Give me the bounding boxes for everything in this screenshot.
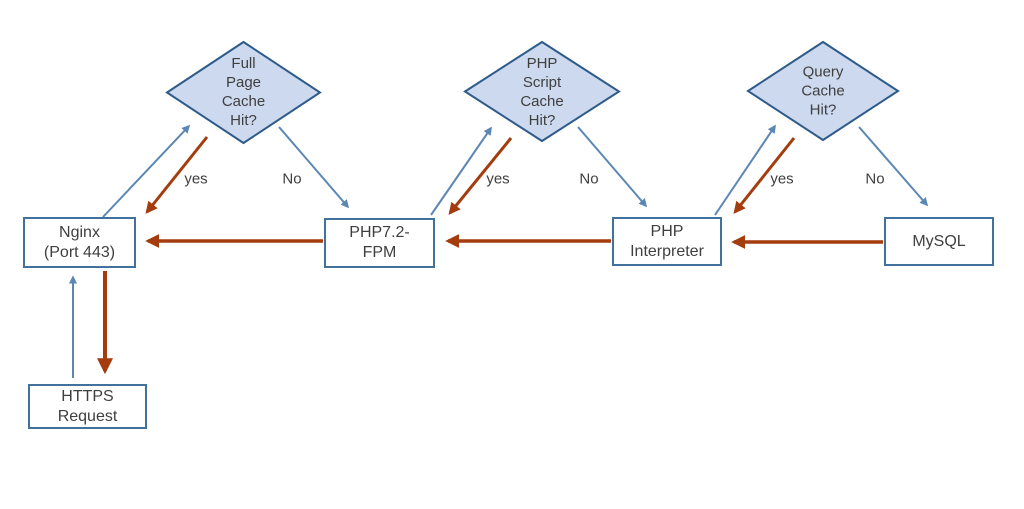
node-box-php-fpm — [324, 218, 435, 268]
node-box-php-interpreter — [612, 217, 722, 266]
arrow-full-page-cache-no-to-php-fpm — [278, 126, 350, 209]
arrow-php-fpm-to-script-cache — [430, 126, 492, 216]
arrow-query-cache-no-to-mysql — [858, 126, 929, 207]
arrow-nginx-to-full-page-cache — [102, 124, 191, 218]
arrow-interpreter-to-query-cache — [714, 124, 776, 216]
arrow-script-cache-no-to-interpreter — [577, 126, 648, 208]
node-box-nginx — [23, 217, 136, 268]
arrow-script-cache-yes-to-php-fpm — [448, 137, 513, 215]
decision-diamond-query-cache — [746, 40, 900, 142]
node-box-mysql — [884, 217, 994, 266]
decision-diamond-php-script-cache — [463, 40, 621, 143]
arrow-query-cache-yes-to-interpreter — [733, 137, 796, 214]
decision-diamond-full-page-cache — [165, 40, 322, 145]
node-box-https-request — [28, 384, 147, 429]
arrow-full-page-cache-yes-to-nginx — [145, 136, 209, 214]
